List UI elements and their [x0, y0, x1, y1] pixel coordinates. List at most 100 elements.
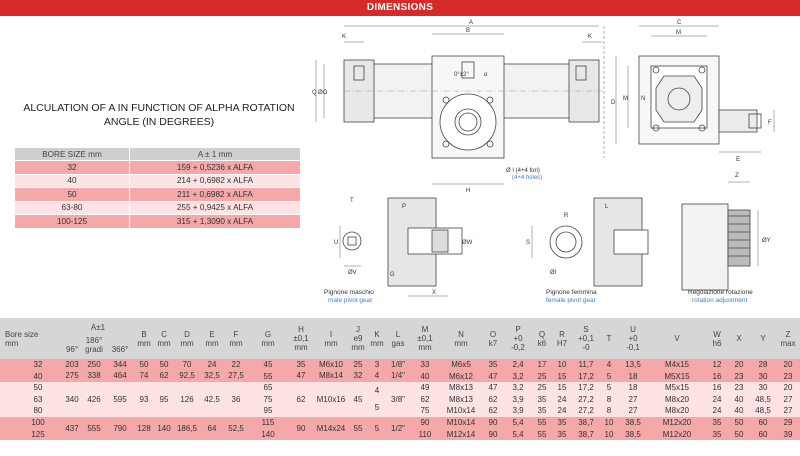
header-text: mm	[351, 343, 365, 352]
table-cell: 75	[263, 394, 273, 404]
table-cell: 128	[137, 423, 151, 433]
header-text: h6	[712, 338, 722, 348]
table-cell: 93	[139, 394, 149, 404]
caption-adjust-en: rotation adjustment	[692, 297, 747, 304]
table-cell: M14x24	[316, 423, 346, 433]
dimensions-banner	[0, 0, 800, 16]
table-cell: 28	[758, 360, 768, 369]
table-cell: 35	[712, 418, 722, 427]
header-text: X	[736, 334, 742, 343]
table-cell: 15	[557, 371, 567, 381]
dim-label-b: B	[466, 28, 470, 34]
table-cell: 32	[353, 371, 363, 381]
table-cell: 8	[606, 406, 612, 416]
dim-label-a: A	[469, 20, 473, 26]
holes-label-en: (4+4 holes)	[512, 175, 542, 181]
table-cell: 23	[734, 371, 744, 381]
formula-cell: 159 + 0,5236 x ALFA	[129, 160, 301, 175]
bore-cell: 50	[14, 187, 130, 202]
table-cell: M5X15	[664, 371, 690, 381]
header-text: mm	[137, 338, 151, 348]
header-text: I	[329, 329, 333, 339]
table-cell: M6x10	[318, 359, 343, 369]
table-cell: 38,7	[578, 429, 594, 439]
dim-label-n: N	[641, 96, 645, 102]
table-cell: 27,5	[228, 371, 244, 381]
table-cell: 55	[537, 429, 547, 439]
table-cell: 45	[263, 360, 273, 369]
table-cell: 20	[734, 360, 744, 369]
dim-label-v: ØV	[348, 270, 357, 276]
table-cell: 45	[353, 394, 363, 404]
table-cell: 90	[488, 429, 498, 439]
calc-title-line2: ANGLE (IN DEGREES)	[103, 116, 215, 128]
formula-cell: 255 + 0,9425 x ALFA	[129, 200, 301, 215]
dim-label-t: T	[350, 198, 354, 204]
table-cell: M12x20	[662, 429, 692, 439]
table-cell: 25	[537, 383, 547, 393]
table-cell: M12x14	[446, 429, 476, 439]
header-x: X	[728, 318, 750, 359]
table-cell: 464	[113, 371, 127, 381]
table-cell: 48,5	[755, 394, 771, 404]
table-cell: 1/4"	[391, 371, 405, 381]
header-text: mm	[294, 343, 308, 352]
table-cell: M8x13	[448, 383, 473, 393]
table-cell: 60	[758, 418, 768, 427]
table-cell: 27	[628, 394, 638, 404]
header-text: +0,1	[578, 334, 594, 343]
flange-hole	[486, 96, 494, 104]
alpha-table-header: BORE SIZE mm A ± 1 mm	[14, 147, 301, 161]
table-cell: 47	[488, 383, 498, 393]
table-cell: 100	[31, 418, 45, 427]
table-cell: 62	[296, 394, 306, 404]
table-cell: 110	[418, 429, 432, 439]
header-text: mm	[261, 338, 275, 348]
header-text: mm	[418, 343, 432, 352]
table-cell: 39	[783, 429, 793, 439]
table-cell: 50	[33, 383, 43, 393]
table-cell: 25	[353, 359, 363, 369]
table-cell: 24	[712, 406, 722, 416]
header-text: C	[161, 329, 167, 339]
table-cell: 49	[420, 383, 430, 393]
shaft-hole	[454, 108, 482, 136]
table-cell: 40	[734, 394, 744, 404]
header-text: B	[141, 329, 147, 339]
caption-male-it: Pignone maschio	[324, 289, 374, 296]
table-cell: 12	[712, 360, 722, 369]
dim-label-e: E	[736, 157, 740, 163]
header-text: 186°	[85, 336, 103, 345]
table-cell: 10	[604, 429, 614, 439]
table-cell: 50	[139, 359, 149, 369]
table-cell: 75	[420, 406, 430, 416]
table-cell: 27,2	[578, 406, 594, 416]
table-cell: 595	[113, 394, 127, 404]
table-cell: 5	[374, 403, 380, 413]
table-cell: 4	[374, 371, 380, 381]
table-cell: M6x12	[448, 371, 473, 381]
table-cell: 32,5	[204, 371, 220, 381]
table-band	[0, 417, 800, 441]
table-cell: 50	[734, 418, 744, 427]
header-a: A ± 1 mm	[129, 147, 301, 161]
table-cell: 27	[628, 406, 638, 416]
header-u: U+0-0,1	[618, 318, 648, 359]
table-cell: 17,2	[578, 383, 594, 393]
port-left	[353, 65, 365, 81]
table-cell: M4x15	[664, 360, 689, 369]
table-cell: 29	[783, 418, 793, 427]
technical-drawing: A B K K C M D M N F E H Q ØO 0°±2° α Ø I…	[312, 20, 775, 304]
table-cell: 16	[712, 383, 722, 393]
header-text: mm	[157, 338, 171, 348]
